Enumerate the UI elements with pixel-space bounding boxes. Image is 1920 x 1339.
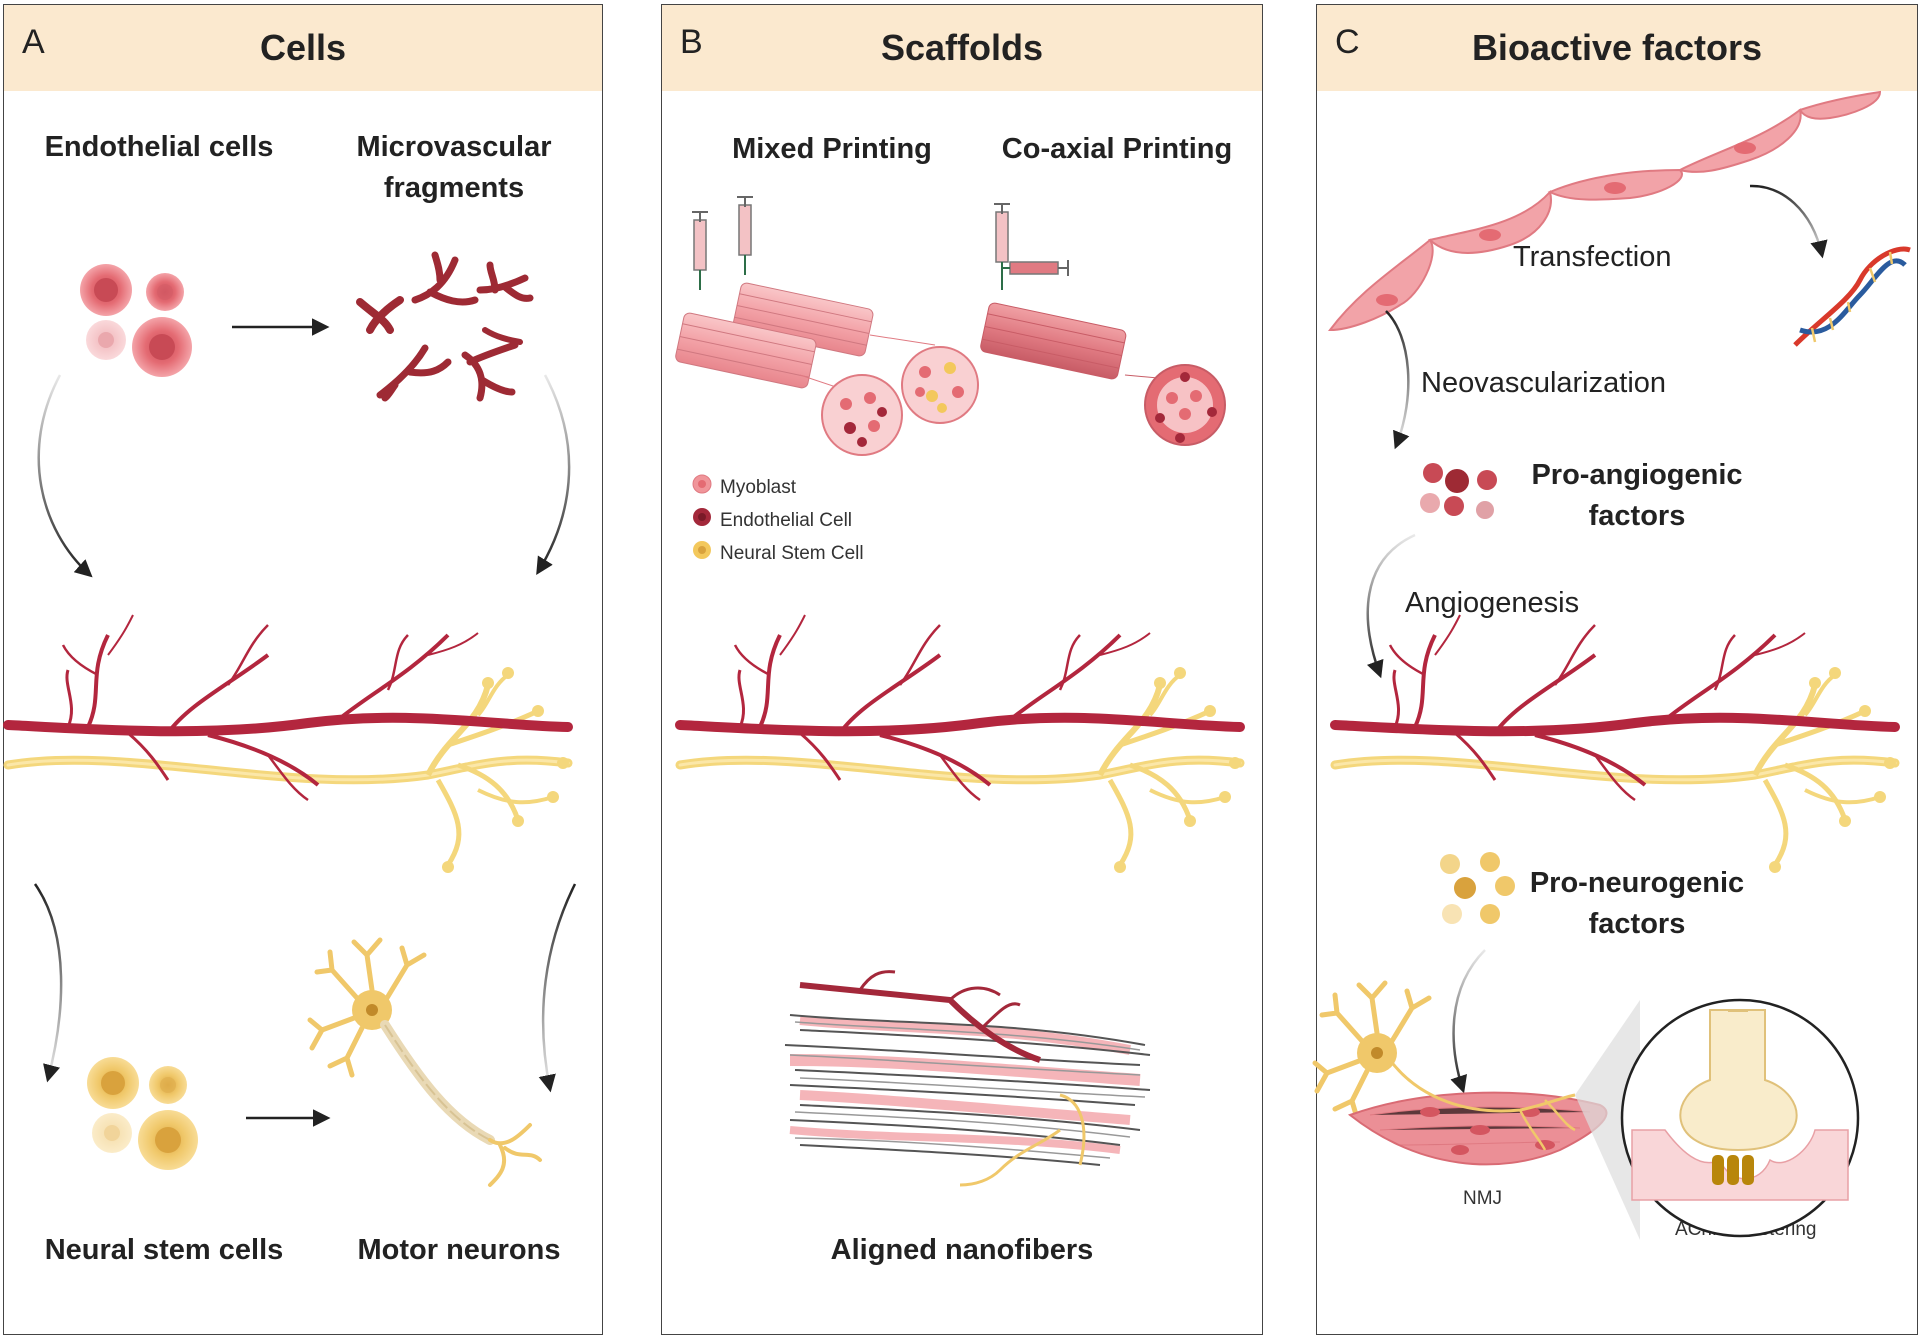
label-angiogenesis: Angiogenesis	[1405, 587, 1580, 619]
label-pro-neurogenic-factors: Pro-neurogenic factors	[1529, 867, 1745, 940]
panel-header: B Scaffolds	[662, 5, 1262, 91]
mixed-printing-icon	[675, 196, 979, 456]
panel-header: A Cells	[4, 5, 602, 91]
microvascular-fragments-icon	[356, 251, 534, 402]
pro-neurogenic-factors-icon	[1440, 852, 1515, 924]
label-motor-neurons: Motor neurons	[357, 1234, 561, 1266]
label-nmj: NMJ	[1463, 1188, 1503, 1209]
vessel-nerve-icon	[8, 615, 569, 873]
label-endothelial-cells: Endothelial cells	[44, 131, 274, 163]
panel-letter: B	[680, 23, 703, 61]
label-coaxial-printing: Co-axial Printing	[1001, 133, 1233, 165]
panel-header: C Bioactive factors	[1317, 5, 1917, 91]
pro-angiogenic-factors-icon	[1420, 463, 1497, 519]
label-neural-stem-cells: Neural stem cells	[44, 1234, 284, 1266]
cell-legend	[692, 474, 712, 559]
panel-title: Scaffolds	[880, 27, 1044, 68]
label-mixed-printing: Mixed Printing	[732, 133, 932, 165]
legend-endothelial-cell: Endothelial Cell	[720, 510, 853, 531]
vessel-nerve-icon	[680, 615, 1241, 873]
panel-cells: A Cells Endothelial cells Microvascular …	[3, 4, 603, 1335]
vessel-nerve-icon	[1335, 615, 1896, 873]
coaxial-printing-icon	[980, 203, 1226, 446]
neural-stem-cells-icon	[87, 1057, 198, 1170]
achr-clustering-icon	[1620, 998, 1860, 1238]
legend-myoblast: Myoblast	[720, 477, 797, 498]
label-microvascular-fragments: Microvascular fragments	[356, 131, 552, 204]
label-pro-angiogenic-factors: Pro-angiogenic factors	[1531, 459, 1743, 532]
motor-neuron-icon	[310, 940, 542, 1187]
panel-title: Cells	[259, 27, 347, 68]
label-aligned-nanofibers: Aligned nanofibers	[830, 1234, 1094, 1266]
panel-letter: C	[1335, 23, 1360, 61]
endothelial-cells-icon	[80, 264, 192, 377]
legend-neural-stem-cell: Neural Stem Cell	[720, 543, 864, 564]
aligned-nanofibers-icon	[784, 970, 1151, 1187]
label-transfection: Transfection	[1513, 241, 1672, 273]
dna-icon	[1793, 246, 1911, 347]
syringe-icon	[692, 196, 753, 290]
muscle-fiber-chain-icon	[1327, 90, 1882, 332]
nmj-muscle-icon	[1315, 983, 1640, 1240]
label-neovascularization: Neovascularization	[1421, 367, 1667, 399]
panel-letter: A	[22, 23, 45, 61]
panel-title: Bioactive factors	[1471, 27, 1763, 68]
